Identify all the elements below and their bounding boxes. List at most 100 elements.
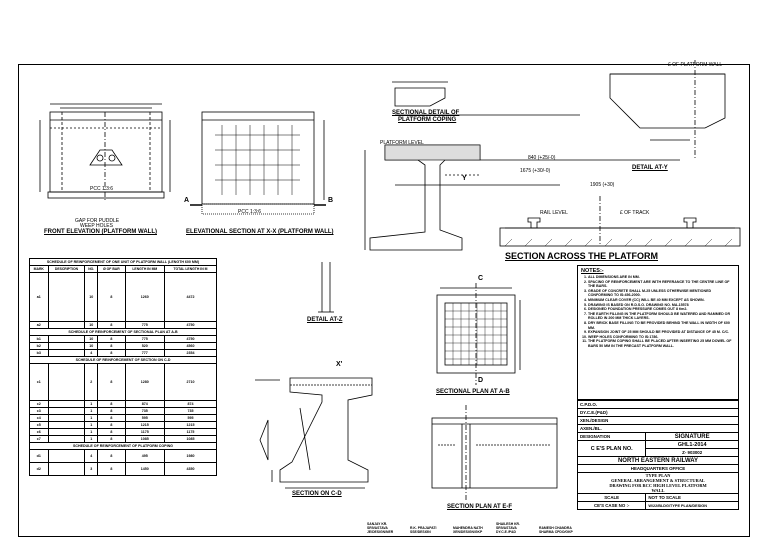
- tb-cpdo: C.P.D.O.: [577, 400, 739, 409]
- tb-scale-value: NOT TO SCALE: [645, 493, 739, 502]
- coping-detail-title: SECTIONAL DETAIL OF: [392, 110, 460, 116]
- marker-y: Y: [462, 175, 467, 182]
- tb-plan-no-1: GHL1-2014: [645, 440, 739, 449]
- rail-level-label: RAIL LEVEL: [540, 210, 568, 216]
- tb-hq: HEADQUARTERS OFFICE: [577, 464, 739, 473]
- section-cd-title: SECTION ON C-D: [292, 491, 342, 497]
- signatory: MAHENDRA NATH XEN/DESIGN/GKP: [453, 526, 483, 534]
- tb-desc-1: GENERAL ARRANGEMENT & STRUCTURAL: [577, 478, 739, 483]
- note-item: MINIMUM CLEAR COVER (CC) WILL BE 40 MM E…: [588, 298, 735, 303]
- elevational-section-title: ELEVATIONAL SECTION AT X-X (PLATFORM WAL…: [186, 229, 334, 235]
- notes-title: NOTES:-: [581, 268, 604, 274]
- tb-railway: NORTH EASTERN RAILWAY: [577, 456, 739, 465]
- detail-z-title: DETAIL AT-Z: [307, 317, 343, 323]
- detail-y-view: [609, 60, 726, 160]
- note-item: DESIGNED FOUNDATION PRESSURE COMES OUT 8…: [588, 307, 735, 312]
- col-total: TOTAL LENGTH IN M: [163, 265, 218, 273]
- schedule-title-d: SCHEDULE OF REINFORCEMENT OF PLATFORM CO…: [29, 442, 217, 450]
- col-no: NO.: [84, 265, 99, 273]
- front-elevation-view: [39, 103, 171, 200]
- tb-plan-no-label: C E'S PLAN NO.: [576, 440, 647, 457]
- tb-signature: SIGNATURE: [645, 432, 739, 441]
- section-cd-view: [255, 377, 373, 489]
- note-item: THE PLATFORM COPING SHALL BE PLACED AFTE…: [588, 339, 735, 348]
- col-dia: Ø OF BAR: [97, 265, 126, 273]
- notes-box: NOTES:- ALL DIMENSIONS ARE IN MM. SPACIN…: [577, 265, 739, 400]
- note-item: WEEP HOLES CONFORMING TO IS:1786.: [588, 335, 735, 340]
- sectional-plan-ab-title: SECTIONAL PLAN AT A-B: [436, 389, 510, 395]
- note-item: GRADE OF CONCRETE SHALL M-25 UNLESS OTHE…: [588, 289, 735, 298]
- schedule-title-c: SCHEDULE OF REINFORCEMENT OF SECTION ON …: [29, 356, 217, 364]
- col-length: LENGTH IN MM: [124, 265, 165, 273]
- schedule-title-b: SCHEDULE OF REINFORCEMENT OF SECTIONAL P…: [29, 328, 217, 336]
- marker-b: B: [328, 197, 334, 204]
- note-item: THE EARTH FILLING IN THE PLATFORM SHOULD…: [588, 312, 735, 321]
- elevational-section-view: [190, 111, 326, 215]
- tb-aen: AXEN./BL.: [577, 424, 739, 433]
- platform-level-label: PLATFORM LEVEL: [380, 140, 424, 146]
- platform-wall-centre-label: £ OF PLATFORM WALL: [668, 62, 723, 68]
- pcc-label: PCC 1:3:6: [90, 186, 114, 192]
- marker-d: D: [478, 377, 484, 384]
- tb-case-value: W/22/BLDG/TYPE PLAN/DESIGN: [645, 501, 739, 510]
- note-item: ALL DIMENSIONS ARE IN MM.: [588, 275, 735, 280]
- reinforcement-schedule: SCHEDULE OF REINFORCEMENT OF ONE UNIT OF…: [29, 258, 218, 476]
- note-item: EXPANSION JOINT OF 25 MM SHOULD BE PROVI…: [588, 330, 735, 335]
- dim-840: 840 (+25/-0): [528, 155, 556, 161]
- tb-dyce: DY.C.E.(P&D): [577, 408, 739, 417]
- col-description: DESCRIPTION: [47, 265, 86, 273]
- title-block: C.P.D.O. DY.C.E.(P&D) XEN./DESIGN AXEN./…: [576, 400, 739, 510]
- signatories-row: SANJAY KR. SRIVASTAVA JE/DESIGN/NER R.K. …: [367, 522, 582, 534]
- gap-label: GAP FOR PUDDLE: [75, 218, 120, 224]
- signatory: R.K. PRAJAPATI SSE/DESIGN: [410, 526, 437, 534]
- signatory: SHAILESH KR. SRIVASTAVA DY.C.E./P&D: [496, 522, 520, 534]
- tb-xen: XEN./DESIGN: [577, 416, 739, 425]
- front-elevation-title: FRONT ELEVATION (PLATFORM WALL): [44, 229, 157, 235]
- detail-z-view: [318, 262, 334, 313]
- tb-scale-label: SCALE: [576, 493, 647, 502]
- note-item: SPACING OF REINFORCEMENT ARE WITH REFERA…: [588, 280, 735, 289]
- dim-1905: 1905 (+30): [590, 182, 615, 188]
- tb-type-plan: TYPE PLAN: [577, 472, 739, 478]
- marker-a: A: [184, 197, 190, 204]
- tb-case-label: CE'S CASE NO :-: [576, 501, 647, 510]
- tb-desc-2: DRAWING FOR RCC HIGH LEVEL PLATFORM: [577, 483, 739, 488]
- section-across-title: SECTION ACROSS THE PLATFORM: [505, 251, 658, 261]
- weep-label: WEEP HOLES: [80, 223, 113, 229]
- note-item: DRAWING IS BASED ON R.D.S.O. DRAWING NO.…: [588, 303, 735, 308]
- section-plan-ef-view: [431, 405, 558, 500]
- pcc-label-2: PCC 1:3:6: [238, 209, 262, 215]
- signatory: RAMESH CHANDRA SHARMA CPDO/GKP: [539, 526, 573, 534]
- sheet-border: [18, 64, 750, 537]
- schedule-title: SCHEDULE OF REINFORCEMENT OF ONE UNIT OF…: [29, 258, 217, 266]
- detail-y-title: DETAIL AT-Y: [632, 165, 668, 171]
- marker-x: X': [336, 361, 343, 368]
- section-plan-ef-title: SECTION PLAN AT E-F: [447, 504, 512, 510]
- sectional-plan-ab-view: [436, 283, 521, 385]
- tb-plan-no-2: Z- 903002: [645, 448, 739, 457]
- signatory: SANJAY KR. SRIVASTAVA JE/DESIGN/NER: [367, 522, 394, 534]
- coping-detail-title-2: PLATFORM COPING: [398, 117, 457, 123]
- note-item: DRY BRICK BASE FILLING TO BE PROVIDED BE…: [588, 321, 735, 330]
- notes-list: ALL DIMENSIONS ARE IN MM. SPACING OF REI…: [581, 275, 735, 349]
- marker-c: C: [478, 275, 484, 282]
- col-mark: MARK: [29, 265, 49, 273]
- tb-designation: DESIGNATION: [576, 432, 647, 441]
- coping-detail-view: [392, 81, 448, 107]
